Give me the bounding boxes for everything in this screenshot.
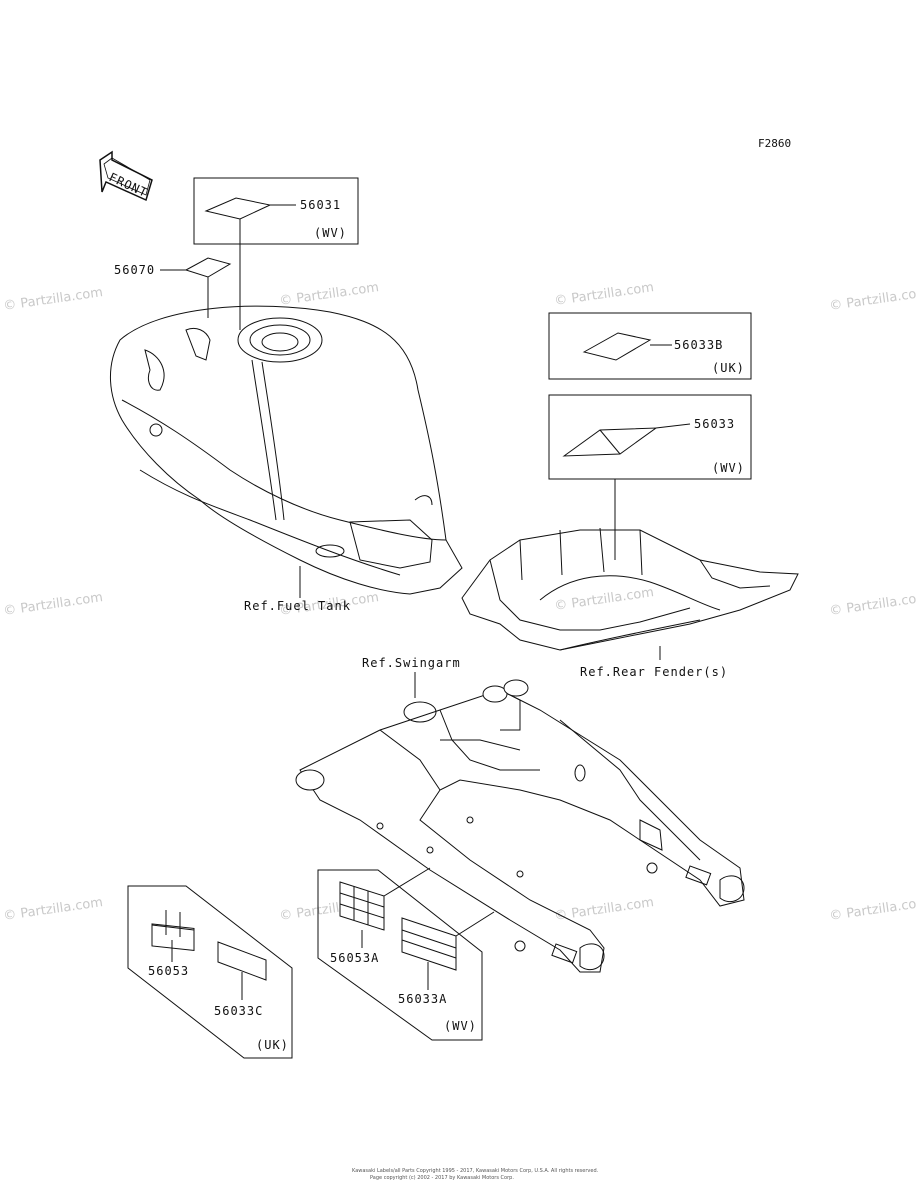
label-56033A-sticker: [401, 917, 457, 971]
uk-region: (UK): [256, 1038, 289, 1052]
figure-code: F2860: [758, 137, 791, 150]
label-56033C-sticker: [217, 941, 267, 981]
uk-box: [127, 885, 293, 1059]
front-arrow-icon: FRONT: [99, 150, 153, 202]
watermark: © Partzilla.com: [2, 285, 103, 314]
label-56033B-box: [548, 312, 752, 380]
wv-box: [317, 869, 483, 1041]
label-56031-group: 56031 (WV): [193, 177, 359, 330]
part-56053A: 56053A: [330, 951, 379, 965]
ref-fuel-tank: Ref.Fuel Tank: [244, 599, 351, 613]
part-56053: 56053: [148, 964, 189, 978]
part-56033C: 56033C: [214, 1004, 263, 1018]
region-56033B: (UK): [712, 361, 745, 375]
part-56070: 56070: [114, 263, 155, 277]
part-56031: 56031: [300, 198, 341, 212]
label-56033B-sticker: [582, 332, 652, 361]
watermark: © Partzilla.com: [828, 590, 916, 619]
wv-labels-group: 56053A 56033A (WV): [317, 867, 495, 1041]
watermark: © Partzilla.com: [828, 895, 916, 924]
copyright-line-1: Kawasaki Labels/all Parts Copyright 1995…: [352, 1168, 599, 1174]
part-56033A: 56033A: [398, 992, 447, 1006]
watermark: © Partzilla.com: [828, 285, 916, 314]
label-56070-sticker: [184, 257, 232, 278]
rear-fender-drawing: Ref.Rear Fender(s): [461, 527, 799, 679]
ref-rear-fender: Ref.Rear Fender(s): [580, 665, 728, 679]
swingarm-drawing: Ref.Swingarm: [295, 656, 745, 973]
label-56033-group: 56033 (WV): [548, 394, 752, 560]
region-56031: (WV): [314, 226, 347, 240]
watermark: © Partzilla.com: [2, 590, 103, 619]
watermark: © Partzilla.com: [553, 585, 654, 614]
watermark-layer: © Partzilla.com © Partzilla.com © Partzi…: [2, 280, 916, 924]
label-56033B-group: 56033B (UK): [548, 312, 752, 380]
label-56033-box: [548, 394, 752, 480]
label-56053A-sticker: [339, 881, 385, 931]
label-56070-group: 56070: [114, 257, 232, 318]
wv-region: (WV): [444, 1019, 477, 1033]
ref-swingarm: Ref.Swingarm: [362, 656, 461, 670]
part-56033: 56033: [694, 417, 735, 431]
label-56031-box: [193, 177, 359, 245]
fuel-tank-drawing: Ref.Fuel Tank: [110, 305, 463, 613]
label-56031-sticker: [204, 197, 272, 220]
region-56033: (WV): [712, 461, 745, 475]
uk-labels-group: 56053 56033C (UK): [127, 885, 293, 1059]
watermark: © Partzilla.com: [553, 280, 654, 309]
part-56033B: 56033B: [674, 338, 723, 352]
watermark: © Partzilla.com: [2, 895, 103, 924]
watermark: © Partzilla.com: [278, 280, 379, 309]
copyright-line-2: Page copyright (c) 2002 - 2017 by Kawasa…: [370, 1175, 514, 1181]
